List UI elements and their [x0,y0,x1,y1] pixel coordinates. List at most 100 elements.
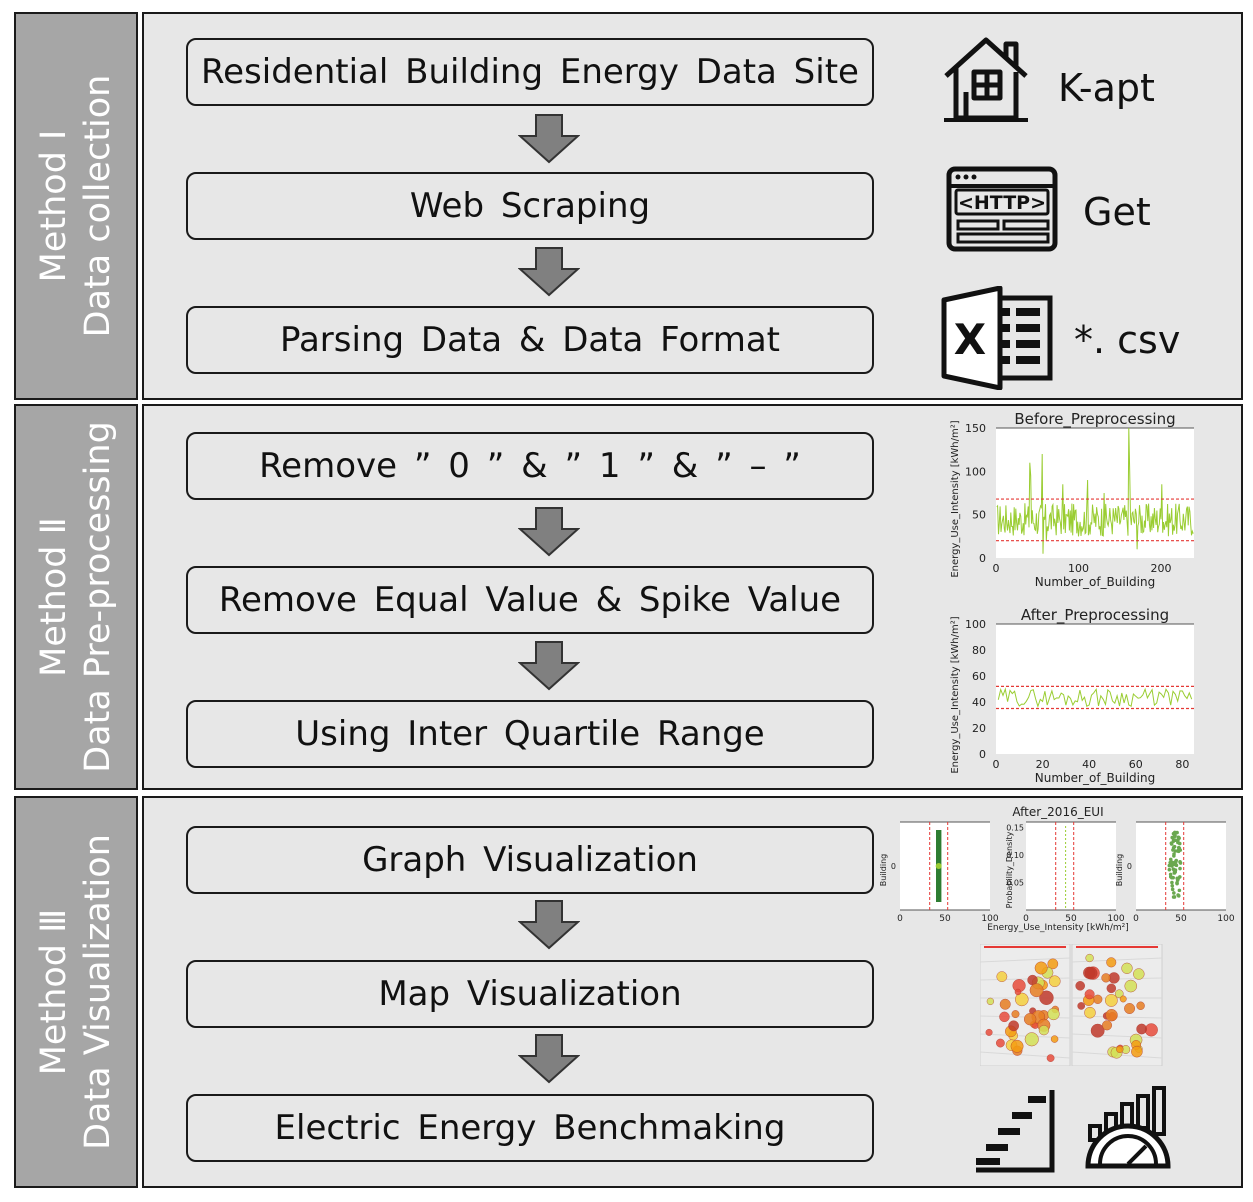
swarm-point [1168,872,1173,877]
swarm-point [1170,880,1174,885]
map-marker [985,1028,993,1036]
step-map-visualization: Map Visualization [186,960,874,1028]
y-tick-label: 50 [972,509,986,522]
map-marker [1047,1007,1060,1021]
chart-title: After_2016_EUI [1012,805,1103,819]
y-tick-label: 150 [965,422,986,435]
map-marker [1085,953,1094,963]
y-axis-label: Energy_Use_Intensity [kWh/m²] [950,420,961,577]
x-tick-label: 20 [1036,758,1050,771]
swarm-point [1171,845,1176,850]
y-tick-label: 100 [965,618,986,631]
map-marker [999,1011,1010,1023]
map-marker [1121,962,1133,974]
chart-title: Before_Preprocessing [1014,410,1175,429]
y-tick-label: 0.15 [1006,824,1024,833]
side-label-text: Method Ⅰ Data collection [32,75,120,338]
map-marker [1015,992,1029,1007]
swarm-point [1178,875,1182,879]
y-axis-label: Energy_Use_Intensity [kWh/m²] [950,616,961,773]
map-marker [1093,994,1103,1004]
map-marker [986,997,995,1006]
step-energy-benchmarking: Electric Energy Benchmaking [186,1094,874,1162]
map-marker [1131,1045,1143,1058]
map-marker [996,1038,1005,1048]
swarm-point [1172,834,1177,839]
map-marker [1039,990,1054,1005]
down-arrow-icon [518,114,580,164]
swarm-point [1176,845,1181,850]
step-graph-visualization: Graph Visualization [186,826,874,894]
swarm-point [1167,863,1172,868]
map-marker [1024,1032,1039,1047]
map-marker [1133,968,1145,980]
x-axis-label: Number_of_Building [1035,771,1155,785]
map-marker [1047,958,1059,970]
x-tick-label: 50 [939,914,951,924]
swarm-point [1178,861,1183,865]
series-line [996,427,1194,554]
side-label-text: Method Ⅲ Data Visualization [32,834,120,1150]
map-marker [1008,1020,1019,1032]
map-marker [1090,1023,1105,1038]
swarm-point [1167,867,1172,872]
down-arrow-icon [518,641,580,691]
method-subtitle: Data Pre-processing [78,421,118,773]
map-marker [1136,1001,1145,1010]
method-label: Method Ⅱ [34,517,74,677]
map-marker [1106,983,1117,994]
y-tick-label: 20 [972,722,986,735]
swarm-point [1170,883,1175,888]
map-marker [999,998,1011,1010]
map-marker [1075,981,1085,991]
icon-label-get: Get [1083,190,1151,234]
swarm-point [1170,887,1175,892]
x-tick-label: 100 [1068,562,1089,575]
plot-area [996,428,1194,558]
x-tick-label: 50 [1175,914,1187,924]
map-marker [1101,973,1111,983]
y-tick-label: 0.05 [1006,879,1024,888]
swarm-point [1172,862,1177,867]
swarm-point [1171,831,1176,836]
map-marker [1084,989,1095,1000]
method-subtitle: Data Visualization [78,834,118,1150]
side-label-method-2: Method Ⅱ Data Pre-processing [14,404,138,790]
house-icon [944,37,1028,122]
map-marker [1136,1023,1147,1035]
side-label-method-3: Method Ⅲ Data Visualization [14,796,138,1188]
map-marker [1116,1045,1124,1053]
icon-label-kapt: K-apt [1058,66,1155,110]
map-marker [1084,966,1098,980]
y-tick-label: 100 [965,465,986,478]
swarm-point [1173,849,1178,853]
map-marker [1010,1039,1024,1053]
panel-area [1026,822,1116,910]
mean-point [935,863,942,869]
swarm-point [1171,867,1176,871]
map-marker [1077,1002,1086,1010]
map-road [980,1051,1071,1059]
map-marker [1102,1020,1112,1031]
map-visualization-image [980,944,1163,1066]
y-tick-label: 80 [972,644,986,657]
map-marker [1050,1035,1059,1043]
y-axis-label: Probability_Density [1005,831,1014,908]
map-marker [1049,975,1061,988]
side-label-method-1: Method Ⅰ Data collection [14,12,138,400]
method-label: Method Ⅰ [34,129,74,283]
x-tick-label: 80 [1175,758,1189,771]
map-marker [1104,994,1118,1007]
map-marker [1124,1003,1135,1014]
y-tick-label: 0 [979,552,986,565]
down-arrow-icon [518,1034,580,1084]
panel-area [900,822,990,910]
step-iqr: Using Inter Quartile Range [186,700,874,768]
swarm-point [1172,852,1176,856]
map-marker [1106,957,1117,968]
y-axis-label: Building [1115,854,1124,886]
chart-title: After_Preprocessing [1021,606,1169,625]
swarm-point [1175,830,1179,835]
x-tick-label: 200 [1151,562,1172,575]
